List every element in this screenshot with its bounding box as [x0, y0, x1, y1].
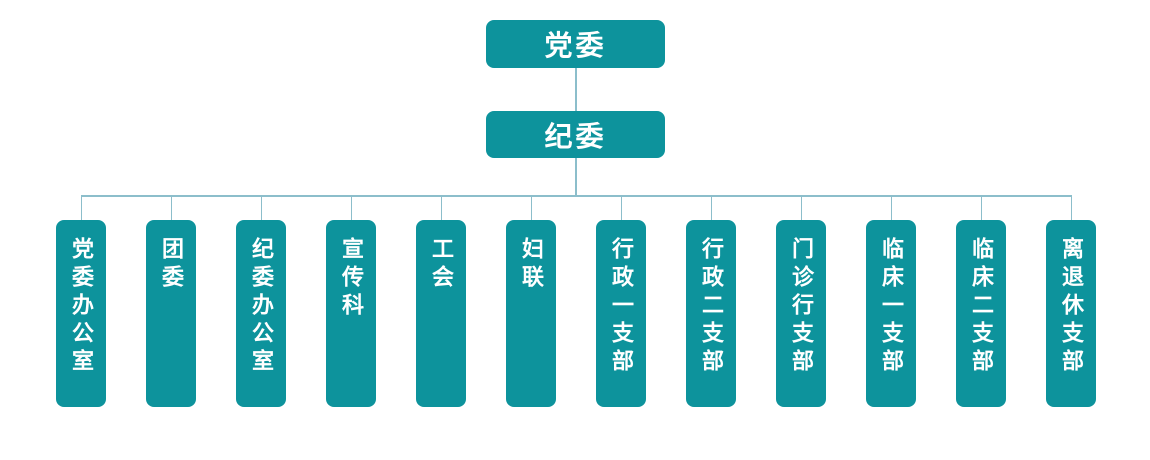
connector-drop-branch-3 — [260, 195, 262, 220]
branch-discipline-office-label: 纪委办公室 — [249, 237, 274, 377]
node-discipline-committee-label: 纪委 — [544, 120, 607, 152]
branch-clinical-1: 临床一支部 — [866, 220, 916, 407]
branch-admin-2: 行政二支部 — [686, 220, 736, 407]
connector-drop-branch-9 — [800, 195, 802, 220]
branch-outpatient: 门诊行支部 — [776, 220, 826, 407]
connector-root-to-secondary — [575, 68, 577, 111]
connector-drop-branch-12 — [1070, 195, 1072, 220]
branch-clinical-2-label: 临床二支部 — [969, 237, 994, 377]
branch-party-committee-office-label: 党委办公室 — [69, 237, 94, 377]
connector-drop-branch-10 — [890, 195, 892, 220]
connector-drop-branch-1 — [80, 195, 82, 220]
branch-admin-1: 行政一支部 — [596, 220, 646, 407]
connector-drop-branch-8 — [710, 195, 712, 220]
branch-womens-federation-label: 妇联 — [519, 237, 544, 293]
branch-outpatient-label: 门诊行支部 — [789, 237, 814, 377]
branch-retired-label: 离退休支部 — [1059, 237, 1084, 377]
branch-clinical-1-label: 临床一支部 — [879, 237, 904, 377]
branch-youth-league: 团委 — [146, 220, 196, 407]
branch-clinical-2: 临床二支部 — [956, 220, 1006, 407]
connector-drop-branch-11 — [980, 195, 982, 220]
branch-youth-league-label: 团委 — [159, 237, 184, 293]
connector-drop-branch-5 — [440, 195, 442, 220]
branch-labor-union: 工会 — [416, 220, 466, 407]
branch-admin-2-label: 行政二支部 — [699, 237, 724, 377]
connector-drop-branch-2 — [170, 195, 172, 220]
connector-drop-branch-6 — [530, 195, 532, 220]
branch-retired: 离退休支部 — [1046, 220, 1096, 407]
connector-drop-branch-4 — [350, 195, 352, 220]
branch-publicity-section-label: 宣传科 — [339, 237, 364, 321]
branch-discipline-office: 纪委办公室 — [236, 220, 286, 407]
node-discipline-committee: 纪委 — [486, 111, 665, 158]
branch-publicity-section: 宣传科 — [326, 220, 376, 407]
node-party-committee: 党委 — [486, 20, 665, 68]
connector-horizontal-rail — [80, 195, 1072, 197]
node-party-committee-label: 党委 — [544, 30, 607, 61]
connector-secondary-to-rail — [575, 158, 577, 196]
branch-womens-federation: 妇联 — [506, 220, 556, 407]
branch-labor-union-label: 工会 — [429, 237, 454, 293]
connector-drop-branch-7 — [620, 195, 622, 220]
branch-party-committee-office: 党委办公室 — [56, 220, 106, 407]
branch-admin-1-label: 行政一支部 — [609, 237, 634, 377]
